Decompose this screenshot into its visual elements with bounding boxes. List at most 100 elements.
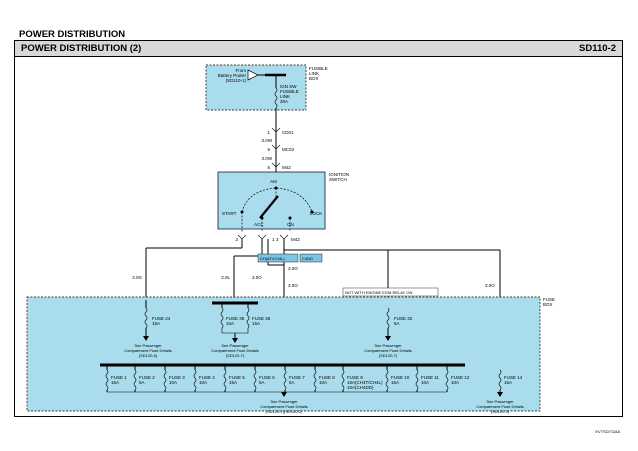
lower-fuse-name: FUSE 8 bbox=[319, 375, 335, 380]
lower-fuse-rating: 10A bbox=[451, 380, 459, 385]
wire-2l: 2.0L bbox=[221, 275, 230, 280]
ignition-am: AM bbox=[270, 179, 277, 184]
ref-sd120-7b-3: (SD120-7) bbox=[379, 353, 398, 358]
ign-sw-fusible-link bbox=[274, 87, 278, 109]
fuse-24-rating: 15A bbox=[152, 321, 160, 326]
fuse-7-symbol bbox=[283, 369, 287, 391]
diagram-frame bbox=[14, 57, 623, 417]
ignition-lock: LOCK bbox=[310, 211, 322, 216]
fuse-24-arrow bbox=[143, 336, 149, 341]
lower-fuse-name: FUSE 3 bbox=[169, 375, 185, 380]
ref-sd120-7a-1: See Passenger bbox=[221, 343, 249, 348]
ignition-switch-box bbox=[217, 171, 326, 230]
ref-sd120-7b-2: Compartment Fuse Details bbox=[364, 348, 412, 353]
ref-sd120-1-3: (SD120-1)(SD120-2) bbox=[266, 409, 304, 414]
ref-sd120-1-1: See Passenger bbox=[270, 399, 298, 404]
wire-3o-right: 3.0O bbox=[288, 283, 298, 288]
ref-sd120-3-3: (SD120-3) bbox=[491, 409, 510, 414]
mc03-pin: 5 bbox=[267, 147, 270, 152]
fuse-12-symbol bbox=[445, 369, 449, 391]
section-title-bar: POWER DISTRIBUTION (2) SD110-2 bbox=[14, 40, 623, 57]
wire-3w-a: 3.0W bbox=[261, 138, 272, 143]
fuse-9-symbol bbox=[341, 369, 345, 391]
lower-fuse-name: FUSE 2 bbox=[139, 375, 155, 380]
fuse-32-arrow bbox=[385, 336, 391, 341]
wire-3o-far: 3.0O bbox=[485, 283, 495, 288]
fusible-link-name-2: FUSIBLE bbox=[280, 89, 299, 94]
lower-fuse-name: FUSE 5 bbox=[229, 375, 245, 380]
ref-sd120-5-1: See Passenger bbox=[134, 343, 162, 348]
switch-arc bbox=[241, 187, 313, 213]
m42-pin-1: 1 bbox=[272, 237, 275, 242]
ref-sd120-7a-3: (SD120-7) bbox=[226, 353, 245, 358]
fuse-24 bbox=[144, 307, 148, 329]
ref-sd120-7a-2: Compartment Fuse Details bbox=[211, 348, 259, 353]
fusible-link-label-1: FUSIBLE bbox=[309, 66, 328, 71]
fuse-36-rating: 15A bbox=[252, 321, 260, 326]
m42-pin-3: 3 bbox=[276, 237, 279, 242]
fusible-link-label-3: BOX bbox=[309, 76, 319, 81]
ignition-start: START bbox=[222, 211, 237, 216]
battery-source-3: (SD110-1) bbox=[226, 78, 247, 83]
cd01-connector bbox=[271, 127, 281, 133]
fusible-link-label-2: LINK bbox=[309, 71, 319, 76]
lower-fuse-rating: 10A bbox=[199, 380, 207, 385]
lower-fuse-rating: 5A bbox=[289, 380, 295, 385]
fuse-36 bbox=[246, 307, 250, 329]
section-code: SD110-2 bbox=[579, 43, 616, 54]
ref-sd120-7b-1: See Passenger bbox=[374, 343, 402, 348]
ignition-acc: ACC bbox=[254, 222, 264, 227]
option-tag-ch bbox=[257, 253, 299, 263]
lower-fuse-name: FUSE 12 bbox=[451, 375, 470, 380]
fuse-1-symbol bbox=[105, 369, 109, 391]
lower-fuse-name: FUSE 10 bbox=[391, 375, 410, 380]
fuse-14-arrow bbox=[497, 392, 503, 397]
ignition-label-1: IGNITION bbox=[329, 172, 349, 177]
option-tag-not-with bbox=[342, 287, 439, 297]
wire-3w-b: 3.0W bbox=[261, 156, 272, 161]
battery-source-arrow bbox=[247, 69, 259, 81]
ref-sd120-1-2: Compartment Fuse Details bbox=[260, 404, 308, 409]
fuse-36-name: FUSE 36 bbox=[252, 316, 271, 321]
fuse-10-symbol bbox=[385, 369, 389, 391]
m42-pin-6: 6 bbox=[267, 165, 270, 170]
option-tag-c4dd bbox=[299, 253, 323, 263]
m42-connector-pin1 bbox=[257, 234, 267, 240]
fuse-35-36-arrow bbox=[232, 338, 238, 343]
ref-sd120-5-2: Compartment Fuse Details bbox=[124, 348, 172, 353]
lower-fuse-rating: 10A bbox=[421, 380, 429, 385]
lower-bus-arrow bbox=[281, 392, 287, 397]
fuse-11-symbol bbox=[415, 369, 419, 391]
lower-fuse-name: FUSE 11 bbox=[421, 375, 439, 380]
fuse-3-symbol bbox=[163, 369, 167, 391]
lower-fuse-name: FUSE 6 bbox=[259, 375, 275, 380]
lower-fuse-name: FUSE 14 bbox=[504, 375, 523, 380]
page-title: POWER DISTRIBUTION bbox=[19, 29, 126, 40]
fuse-6-symbol bbox=[253, 369, 257, 391]
fuse-box-label-2: BOX bbox=[543, 302, 553, 307]
m42-pin-2: 2 bbox=[235, 237, 238, 242]
wire-3o-left: 3.0O bbox=[252, 275, 262, 280]
switch-blade bbox=[259, 195, 279, 219]
option-ch: CH(AT/CH4L) bbox=[260, 256, 285, 261]
lower-fuse-rating: 5A bbox=[259, 380, 265, 385]
option-not-with: NOT WITH ENGINE EGM RELAY ON bbox=[345, 290, 412, 295]
wire-2g: 2.0G bbox=[132, 275, 142, 280]
wire-3o-center: 3.0O bbox=[288, 266, 298, 271]
lower-fuse-rating: 15A bbox=[111, 380, 119, 385]
fuse-35-name: FUSE 35 bbox=[226, 316, 245, 321]
fuse-box-label-1: FUSE bbox=[543, 297, 555, 302]
m42-connector-pin2 bbox=[237, 234, 247, 240]
mc03-connector bbox=[271, 144, 281, 150]
ref-sd120-3-2: Compartment Fuse Details bbox=[476, 404, 524, 409]
fuse-35-rating: 10A bbox=[226, 321, 234, 326]
m42-label-top: M42 bbox=[282, 165, 291, 170]
lower-fuse-name: FUSE 7 bbox=[289, 375, 305, 380]
lower-fuse-rating: 15A(CH4T/CH4L) bbox=[347, 380, 383, 385]
fuse-32-rating: 5A bbox=[394, 321, 400, 326]
lower-fuse-rating-alt: 10A(CH4DD) bbox=[347, 385, 374, 390]
battery-source-1: From bbox=[236, 68, 247, 73]
fusible-link-name-1: IGN SW bbox=[280, 84, 297, 89]
